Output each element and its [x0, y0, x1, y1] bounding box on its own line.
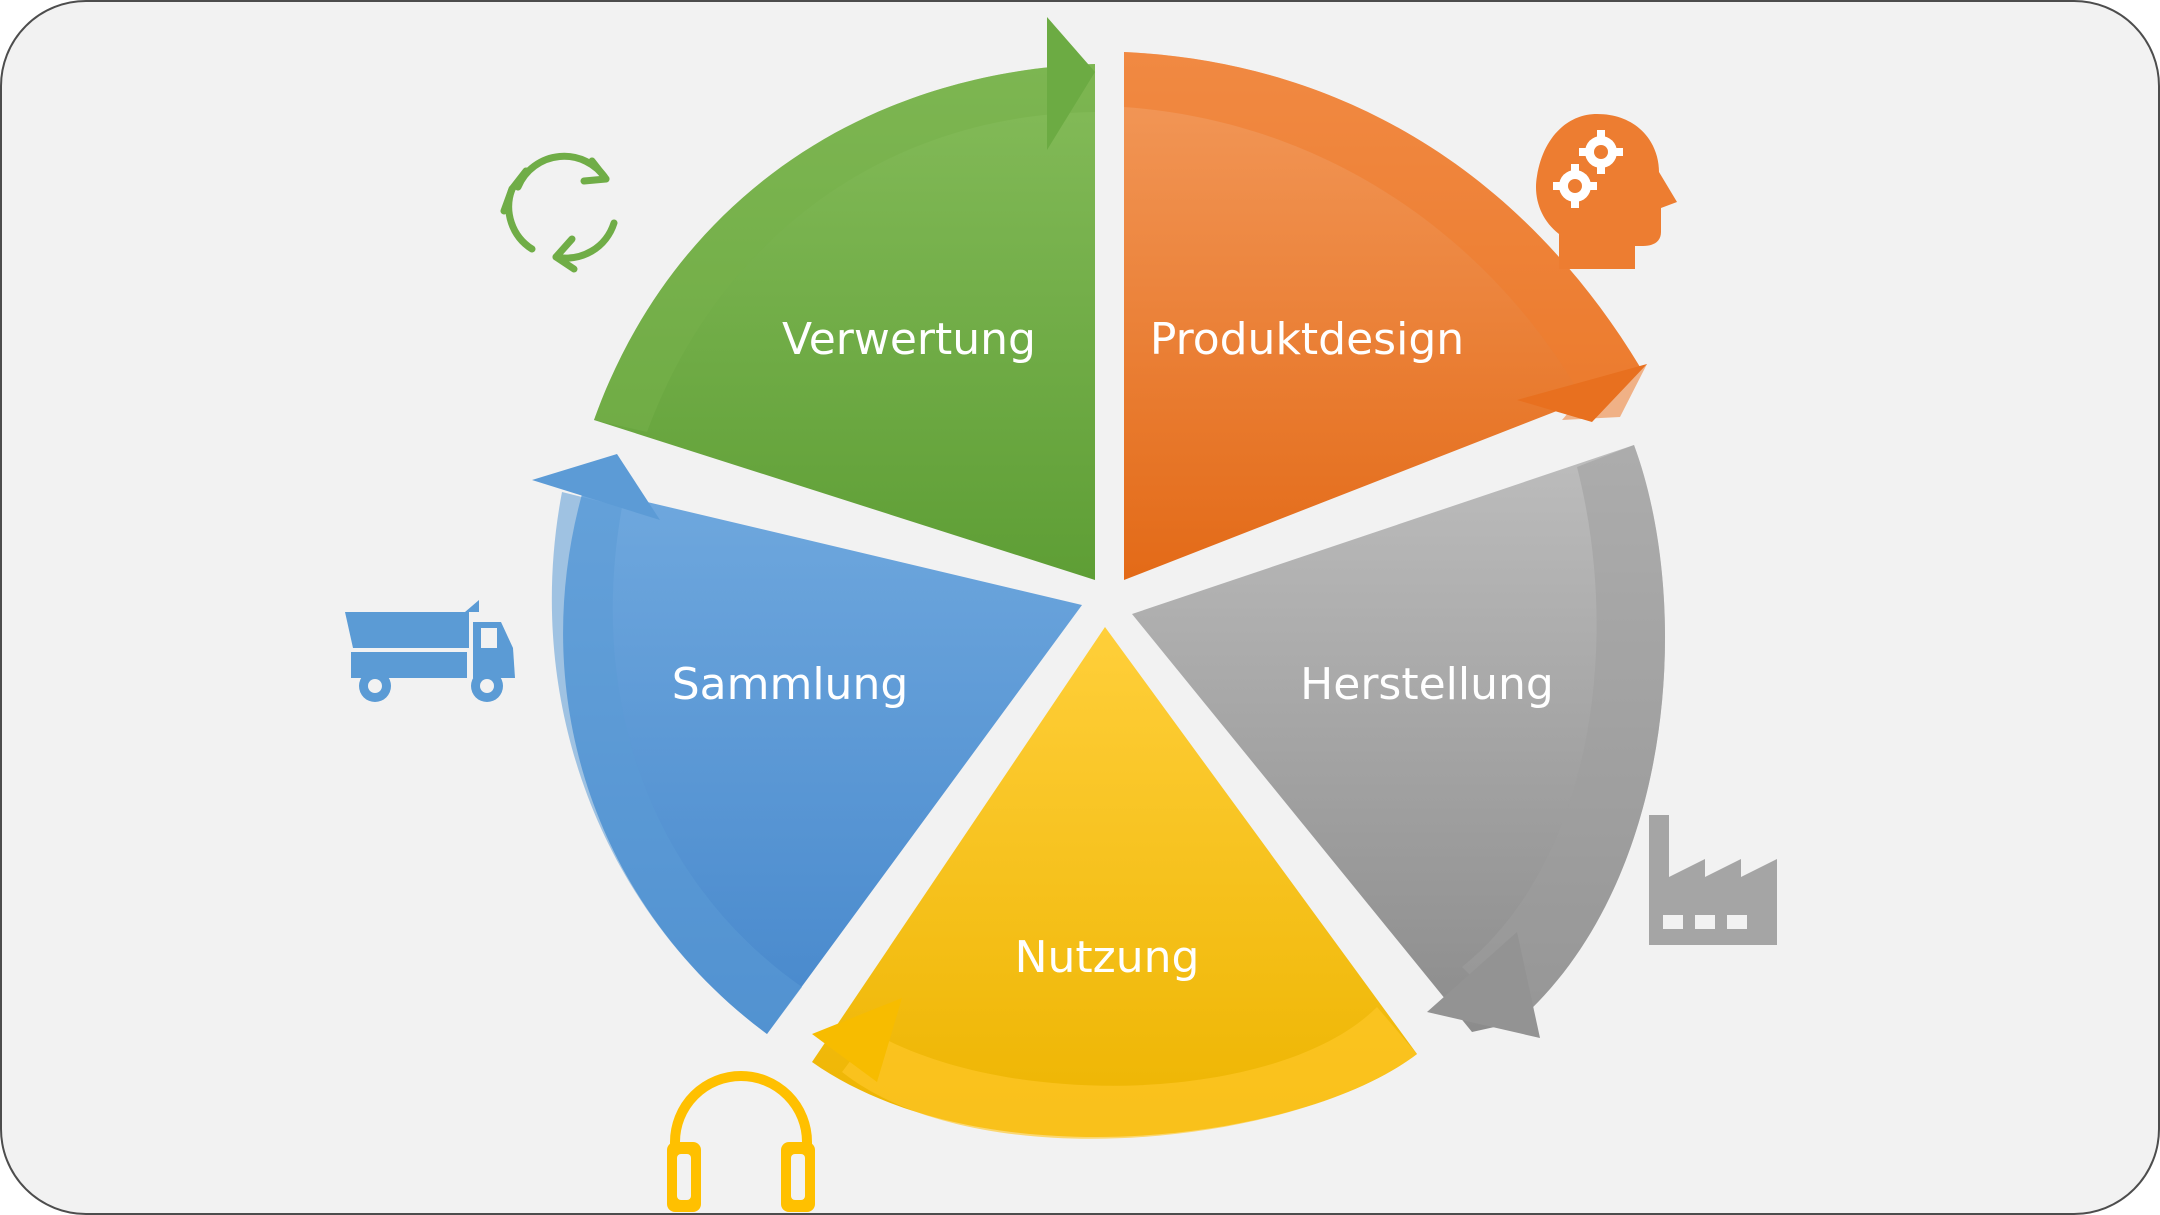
recycle-arrows-icon — [500, 152, 618, 273]
segment-verwertung-wedge — [594, 64, 1095, 580]
segment-herstellung-arrow — [1462, 445, 1666, 1022]
segment-herstellung-arrowhead — [1427, 932, 1540, 1038]
segment-nutzung: Nutzung — [812, 627, 1417, 1139]
factory-icon — [1649, 815, 1777, 945]
segment-verwertung: Verwertung — [594, 17, 1095, 580]
segment-produktdesign-arrowhead — [1517, 364, 1647, 422]
head-gears-icon — [1535, 114, 1677, 269]
segment-produktdesign-wedge — [1124, 52, 1640, 580]
segment-nutzung-wedge — [812, 627, 1417, 1138]
segment-nutzung-arrowhead — [812, 998, 902, 1082]
segment-verwertung-label: Verwertung — [782, 314, 1036, 365]
segment-verwertung-arrow — [594, 64, 1095, 432]
segment-verwertung-arrowhead — [1047, 17, 1095, 150]
segment-herstellung: Herstellung — [1132, 445, 1666, 1038]
segment-sammlung-arrowhead — [532, 454, 660, 520]
segment-sammlung-label: Sammlung — [672, 659, 909, 710]
segment-herstellung-label: Herstellung — [1300, 659, 1554, 710]
segment-sammlung-arrow — [551, 492, 802, 1034]
headphones-icon — [667, 1071, 815, 1212]
segment-nutzung-label: Nutzung — [1015, 932, 1200, 983]
segment-sammlung: Sammlung — [532, 454, 1082, 1034]
segment-produktdesign: Produktdesign — [1124, 52, 1647, 580]
dump-truck-icon — [345, 600, 515, 702]
segment-produktdesign-label: Produktdesign — [1150, 314, 1464, 365]
segment-herstellung-wedge — [1132, 445, 1666, 1032]
segment-nutzung-arrow — [842, 1007, 1417, 1139]
